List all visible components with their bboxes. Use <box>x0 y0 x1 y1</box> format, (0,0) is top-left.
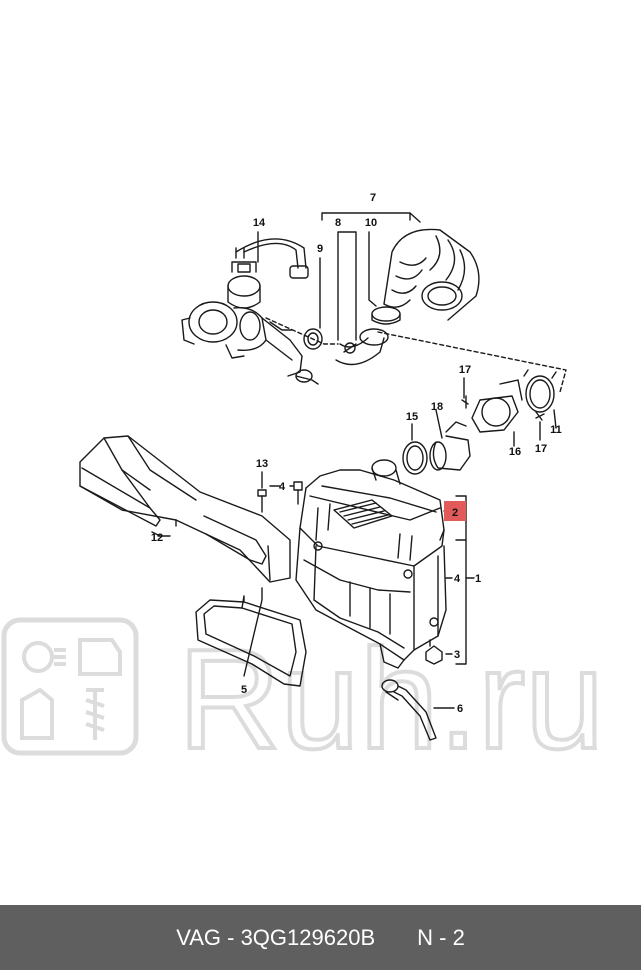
label-12: 12 <box>151 532 163 544</box>
footer-position: N - 2 <box>417 924 465 950</box>
label-15: 15 <box>406 411 418 423</box>
label-11: 11 <box>550 424 562 436</box>
part-12-air-duct <box>79 435 291 583</box>
label-2: 2 <box>452 507 458 519</box>
label-6: 6 <box>457 703 463 715</box>
label-5: 5 <box>241 684 247 696</box>
exploded-parts-diagram: Ruh.ru <box>1 192 606 781</box>
label-4-upper: 4 <box>279 481 286 493</box>
footer-bar: VAG - 3QG129620B N - 2 <box>0 905 641 970</box>
turbocharger-illustration <box>181 261 319 385</box>
part-15-seal <box>402 441 428 475</box>
part-6-drain-hose <box>381 679 437 741</box>
upper-leader-lines <box>257 212 567 393</box>
watermark-text: Ruh.ru <box>178 620 604 779</box>
part-8-charge-pipe <box>335 328 389 366</box>
part-2-highlight-box <box>444 501 466 521</box>
watermark: Ruh.ru <box>1 617 606 781</box>
part-10-clamp <box>371 306 401 322</box>
label-14: 14 <box>253 217 266 229</box>
label-18: 18 <box>431 401 443 413</box>
label-3: 3 <box>454 649 460 661</box>
airflow-meter-group <box>402 369 557 475</box>
footer-part-number: VAG - 3QG129620B <box>176 924 376 950</box>
watermark-logo-symbols-icon <box>20 638 122 740</box>
part-5-gasket <box>195 595 307 687</box>
label-4-lower: 4 <box>454 573 461 585</box>
part-14-hose <box>235 238 309 279</box>
part-3-nut <box>425 639 443 665</box>
label-7: 7 <box>370 192 376 204</box>
part-7-intake-hose <box>383 228 480 321</box>
label-17-upper: 17 <box>459 364 471 376</box>
label-13: 13 <box>256 458 268 470</box>
part-1-air-filter-housing <box>295 459 447 669</box>
callout-labels: 7 14 8 10 9 17 18 15 11 17 16 13 4 2 12 … <box>151 192 562 715</box>
part-17-bolt-lower <box>535 411 545 421</box>
part-13-bolt <box>257 471 267 513</box>
part-16-airflow-meter <box>471 395 519 433</box>
watermark-logo-frame-icon <box>1 617 139 756</box>
part-4-bolt <box>289 481 303 505</box>
part-2-filter-element <box>333 499 393 529</box>
label-9: 9 <box>317 243 323 255</box>
part-9-o-ring <box>303 328 323 350</box>
label-1: 1 <box>475 573 481 585</box>
part-17-bolt-upper <box>461 395 469 409</box>
label-17-lower: 17 <box>535 443 547 455</box>
label-8: 8 <box>335 217 341 229</box>
bracket-lines-right <box>157 485 475 709</box>
part-11-clamp <box>525 375 555 413</box>
label-10: 10 <box>365 217 377 229</box>
label-16: 16 <box>509 446 521 458</box>
